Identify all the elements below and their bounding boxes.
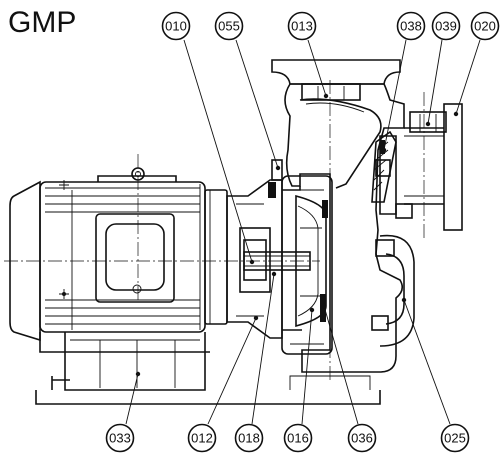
- callout-038: 038: [396, 11, 426, 41]
- callout-013-label: 013: [291, 19, 313, 34]
- callout-039: 039: [431, 11, 461, 41]
- callout-020-label: 020: [474, 19, 496, 34]
- callout-020: 020: [470, 11, 500, 41]
- callout-010-label: 010: [165, 19, 187, 34]
- callout-025-label: 025: [444, 431, 466, 446]
- suction-side: [371, 103, 463, 231]
- callout-018-label: 018: [238, 431, 260, 446]
- callout-025: 025: [440, 423, 470, 453]
- shaft: [243, 251, 311, 271]
- pump-casing: [271, 59, 415, 373]
- callout-033-label: 033: [109, 431, 131, 446]
- callout-036-label: 036: [351, 431, 373, 446]
- callout-016-label: 016: [287, 431, 309, 446]
- callout-055: 055: [214, 11, 244, 41]
- callout-038-label: 038: [400, 19, 422, 34]
- adapter: [226, 159, 283, 339]
- callouts: 010 055 013 038 039: [105, 11, 500, 453]
- callout-033: 033: [105, 423, 135, 453]
- callout-016: 016: [283, 423, 313, 453]
- motor: [9, 167, 228, 391]
- callout-055-label: 055: [218, 19, 240, 34]
- center-lines: [4, 80, 425, 382]
- callout-018: 018: [234, 423, 264, 453]
- drawing-title: GMP: [8, 6, 76, 39]
- callout-010: 010: [161, 11, 191, 41]
- callout-012: 012: [187, 423, 217, 453]
- callout-013: 013: [287, 11, 317, 41]
- callout-039-label: 039: [435, 19, 457, 34]
- base-plate: [35, 375, 381, 405]
- callout-012-label: 012: [191, 431, 213, 446]
- callout-036: 036: [347, 423, 377, 453]
